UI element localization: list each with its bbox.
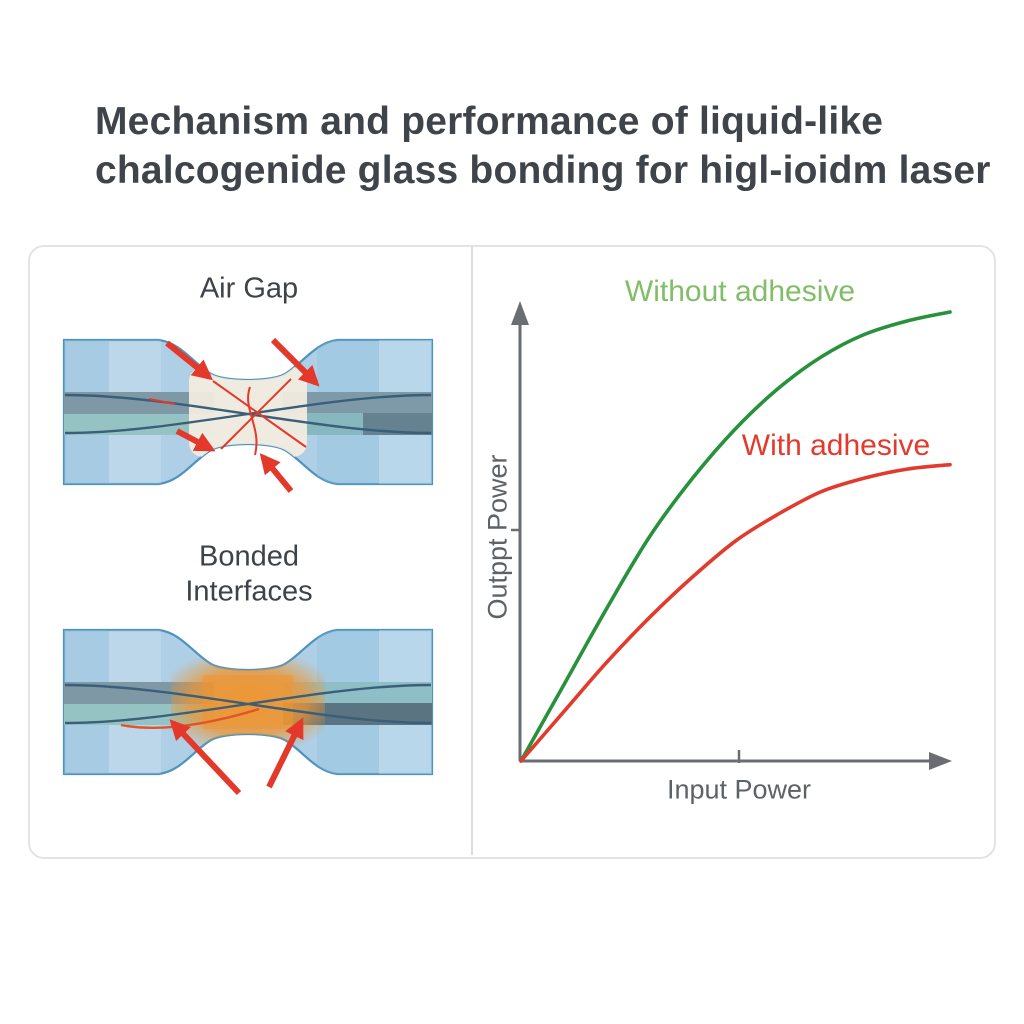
red-arrow-icon xyxy=(270,337,320,387)
curve-without-adhesive xyxy=(519,310,952,763)
core-curve-lower xyxy=(64,683,432,725)
figure-title-line1: Mechanism and performance of liquid-like xyxy=(95,100,884,143)
legend-without-adhesive: Without adhesive xyxy=(624,275,856,308)
fiber-inner-shading xyxy=(64,340,432,484)
figure-title: Mechanism and performance of liquid-like… xyxy=(95,97,995,195)
performance-chart xyxy=(511,301,952,770)
x-axis-arrow-icon xyxy=(929,752,952,770)
core-band-left-top xyxy=(64,392,215,414)
scatter-line-icon xyxy=(247,386,258,456)
core-curve-lower xyxy=(64,393,432,435)
air-gap-diagram xyxy=(62,337,434,493)
scatter-line-icon xyxy=(148,398,176,405)
scatter-line-icon xyxy=(220,378,292,450)
red-arrow-icon xyxy=(169,719,242,796)
air-gap-waist-highlight xyxy=(189,367,307,457)
core-band-left-bottom xyxy=(64,414,215,435)
legend-with-adhesive: With adhesive xyxy=(741,429,931,462)
bonded-label-line1: Bonded xyxy=(199,540,299,573)
air-gap-label: Air Gap xyxy=(199,272,299,305)
scatter-line-icon xyxy=(212,380,307,448)
red-arrow-icon xyxy=(259,453,294,493)
red-arrow-icon xyxy=(175,428,216,452)
red-arrow-icon xyxy=(165,340,213,381)
bonded-label-line2: Interfaces xyxy=(185,575,313,608)
bonded-interfaces-diagram xyxy=(62,628,434,796)
y-axis-arrow-icon xyxy=(511,301,529,325)
panel-divider xyxy=(471,247,473,855)
y-axis-label: Outppt Power xyxy=(482,454,513,620)
fiber-inner-shading xyxy=(64,630,432,774)
figure-title-line2: chalcogenide glass bonding for higl-ioid… xyxy=(95,149,991,192)
curve-with-adhesive xyxy=(519,462,952,763)
red-arrow-icon xyxy=(266,717,304,789)
x-axis-label: Input Power xyxy=(666,774,812,805)
